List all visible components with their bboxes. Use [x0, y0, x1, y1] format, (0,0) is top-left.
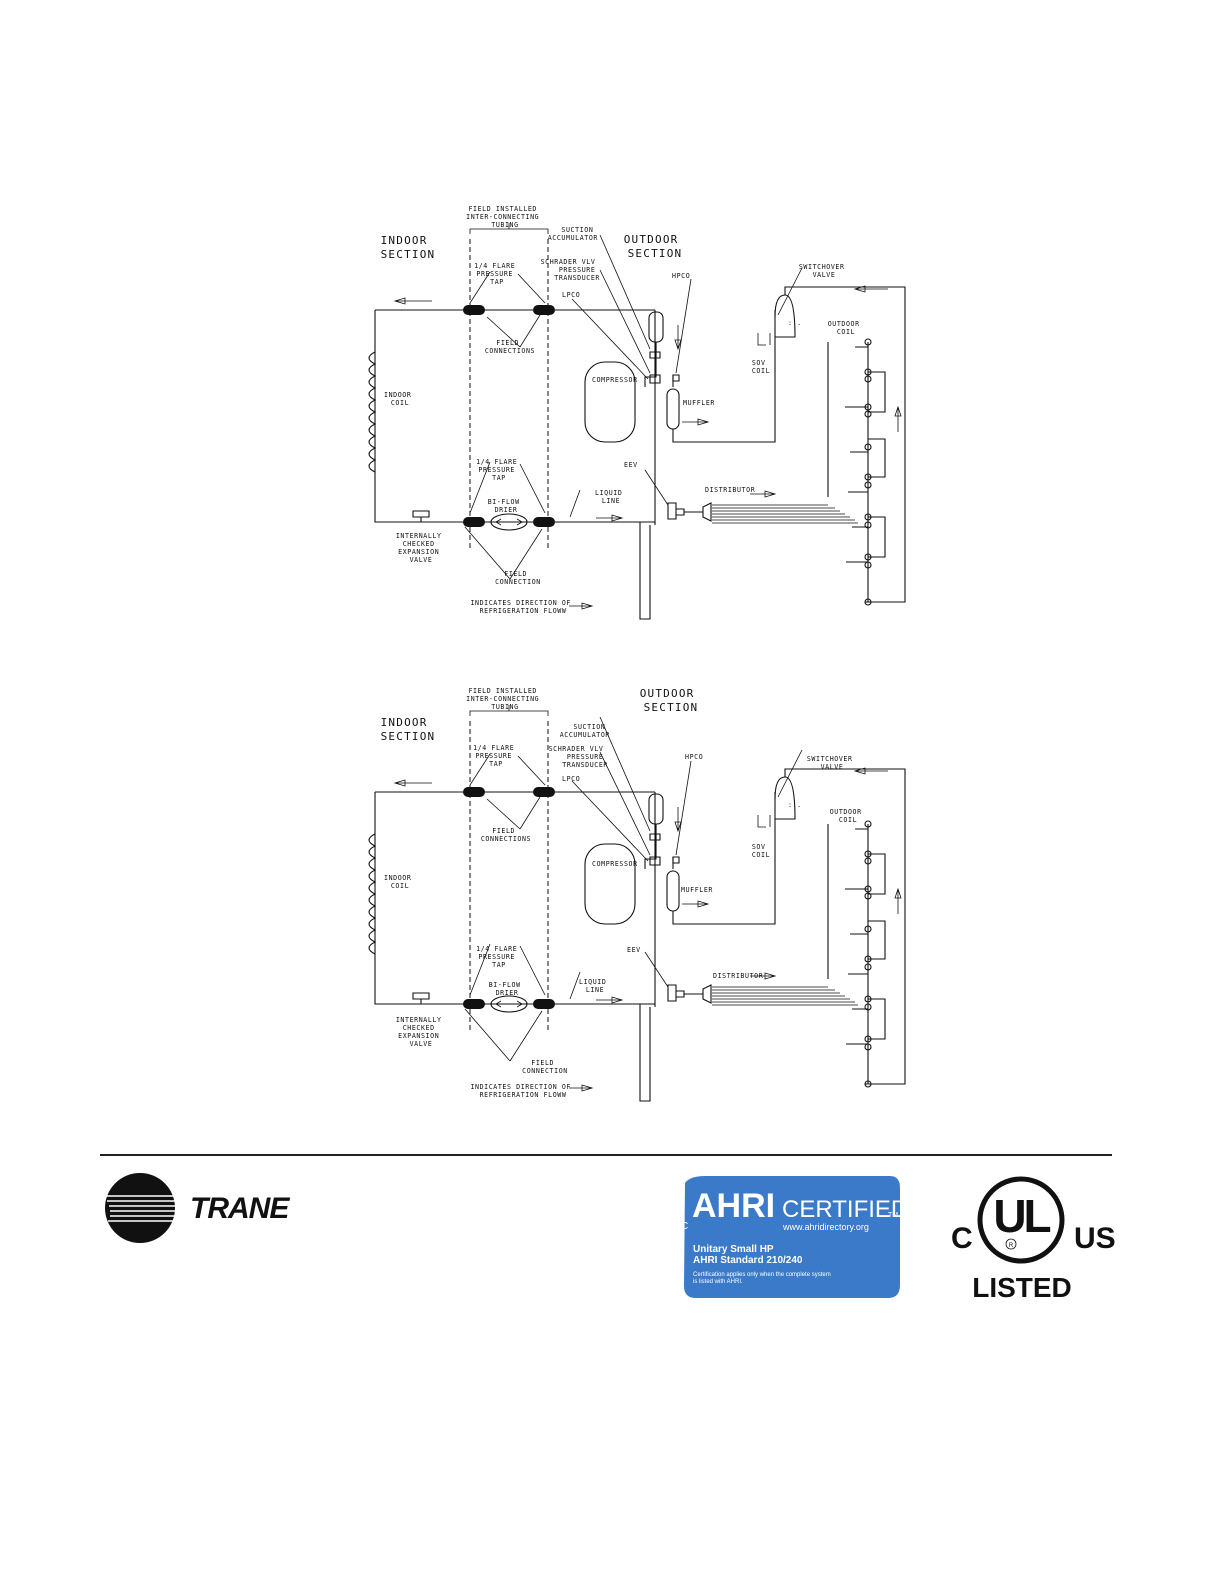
switchover-valve-label: SWITCHOVER VALVE: [807, 755, 857, 771]
ahri-line1: Unitary Small HP: [693, 1244, 774, 1255]
indoor-coil-label: INDOOR COIL: [384, 874, 416, 890]
muffler-label: MUFFLER: [683, 399, 715, 407]
flare-tap-top-label: 1/4 FLARE PRESSURE TAP: [473, 744, 519, 768]
sov-coil-label: SOV COIL: [752, 359, 770, 375]
indoor-section-label: INDOOR SECTION: [381, 234, 436, 261]
liquid-line-label: LIQUID LINE: [579, 978, 611, 994]
outdoor-coil-label: OUTDOOR COIL: [828, 320, 865, 336]
distributor-label: DISTRIBUTOR: [713, 972, 763, 980]
flare-tap-top-label: 1/4 FLARE PRESSURE TAP: [474, 262, 520, 286]
compressor-label: COMPRESSOR: [592, 860, 638, 868]
ahri-certified-badge: AHRI CERTIFIED TM C www.ahridirectory.or…: [681, 1176, 908, 1298]
compressor-label: COMPRESSOR: [592, 376, 638, 384]
ahri-note2: is listed with AHRI.: [693, 1279, 743, 1285]
flare-tap-bottom-label: 1/4 FLARE PRESSURE TAP: [476, 458, 522, 482]
ahri-url: www.ahridirectory.org: [782, 1222, 869, 1232]
schrader-label: SCHRADER VLV PRESSURE TRANSDUCER: [549, 745, 608, 769]
ul-letters: UL: [993, 1190, 1050, 1242]
ahri-badge-bg: [684, 1176, 900, 1298]
field-connection-label: FIELD CONNECTION: [495, 570, 541, 586]
suction-accumulator-label: SUCTION ACCUMULATOR: [560, 723, 610, 739]
suction-accumulator-label: SUCTION ACCUMULATOR: [548, 226, 598, 242]
schrader-label: SCHRADER VLV PRESSURE TRANSDUCER: [541, 258, 600, 282]
distributor-label: DISTRIBUTOR: [705, 486, 755, 494]
ul-registered: R: [1009, 1243, 1014, 1249]
diagram-heating: FIELD INSTALLED INTER-CONNECTING TUBING …: [368, 205, 906, 620]
ahri-certified: CERTIFIED: [782, 1196, 908, 1223]
field-connections-label: FIELD CONNECTIONS: [485, 339, 535, 355]
field-installed-label: FIELD INSTALLED INTER-CONNECTING TUBING: [466, 205, 544, 229]
ul-us: US: [1074, 1222, 1116, 1255]
flare-tap-bottom-label: 1/4 FLARE PRESSURE TAP: [476, 945, 522, 969]
schematic-lines: [368, 222, 906, 620]
indoor-coil-label: INDOOR COIL: [384, 391, 416, 407]
outdoor-section-label: OUTDOOR SECTION: [640, 687, 703, 714]
ahri-tm: TM: [888, 1212, 898, 1219]
lpco-label: LPCO: [562, 775, 580, 783]
eev-label: EEV: [627, 946, 641, 954]
indoor-section-label: INDOOR SECTION: [381, 716, 436, 743]
flow-note-label: INDICATES DIRECTION OF REFRIGERATION FLO…: [470, 1083, 575, 1099]
hpco-label: HPCO: [672, 272, 690, 280]
ul-listed-mark: UL R C US LISTED: [951, 1176, 1116, 1303]
field-installed-label: FIELD INSTALLED INTER-CONNECTING TUBING: [466, 687, 544, 711]
liquid-line-label: LIQUID LINE: [595, 489, 627, 505]
registered-icon: [1005, 1238, 1017, 1250]
muffler-label: MUFFLER: [681, 886, 713, 894]
ul-listed: LISTED: [972, 1272, 1072, 1303]
field-connection-label: FIELD CONNECTION: [522, 1059, 568, 1075]
expansion-valve-label: INTERNALLY CHECKED EXPANSION VALVE: [396, 532, 446, 564]
trane-swirl-icon: [105, 1173, 190, 1243]
bi-flow-drier-label: BI-FLOW DRIER: [489, 981, 526, 997]
expansion-valve-label: INTERNALLY CHECKED EXPANSION VALVE: [396, 1016, 446, 1048]
diagram-cooling: FIELD INSTALLED INTER-CONNECTING TUBING …: [368, 687, 906, 1102]
field-connections-label: FIELD CONNECTIONS: [481, 827, 531, 843]
sov-coil-label: SOV COIL: [752, 843, 770, 859]
ul-c: C: [951, 1222, 973, 1255]
eev-label: EEV: [624, 461, 638, 469]
ahri-line2: AHRI Standard 210/240: [693, 1255, 803, 1266]
trane-wordmark: TRANE: [190, 1192, 290, 1225]
footer-divider: [100, 1154, 1112, 1156]
hpco-label: HPCO: [685, 753, 703, 761]
bi-flow-drier-label: BI-FLOW DRIER: [488, 498, 525, 514]
lpco-label: LPCO: [562, 291, 580, 299]
ahri-note1: Certification applies only when the comp…: [693, 1272, 831, 1278]
outdoor-coil-label: OUTDOOR COIL: [830, 808, 867, 824]
flow-note-label: INDICATES DIRECTION OF REFRIGERATION FLO…: [470, 599, 575, 615]
outdoor-section-label: OUTDOOR SECTION: [624, 233, 687, 260]
ahri-title: AHRI: [692, 1187, 775, 1225]
switchover-valve-label: SWITCHOVER VALVE: [799, 263, 849, 279]
ul-circle-icon: [977, 1176, 1065, 1264]
trane-logo: TRANE: [105, 1173, 291, 1243]
ahri-c-mark: C: [681, 1221, 688, 1232]
